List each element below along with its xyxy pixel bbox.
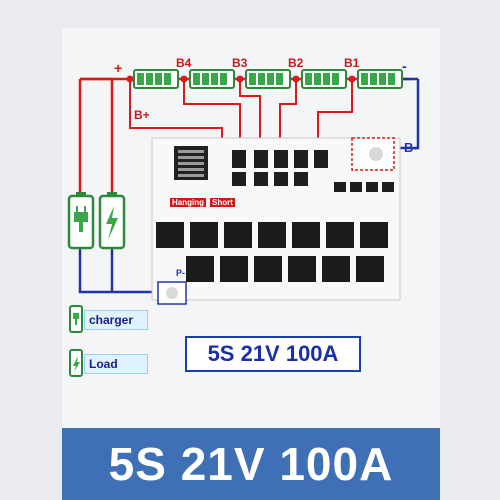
pcb-board — [151, 137, 401, 305]
tap-wires — [129, 79, 353, 140]
positive-label: + — [114, 60, 123, 76]
legend-load: Load — [84, 354, 148, 374]
negative-label: - — [402, 58, 407, 74]
b-minus-wire — [396, 79, 420, 150]
charger-legend-icon — [69, 305, 83, 333]
battery-cell-5 — [357, 69, 403, 89]
load-battery — [98, 192, 126, 250]
product-title: 5S 21V 100A — [185, 336, 361, 372]
charger-negative-wire — [78, 248, 160, 294]
charger-battery — [67, 192, 95, 250]
lightning-icon — [106, 206, 118, 240]
status-label-short: Short — [210, 198, 235, 207]
product-banner: 5S 21V 100A — [62, 428, 440, 500]
battery-cell-1 — [133, 69, 179, 89]
battery-cell-4 — [301, 69, 347, 89]
p-minus-label: P- — [176, 268, 185, 278]
battery-cells — [133, 69, 403, 89]
cell-label-b3: B3 — [232, 56, 248, 70]
cell-label-b4: B4 — [176, 56, 192, 70]
battery-cell-3 — [245, 69, 291, 89]
plug-icon — [74, 206, 88, 232]
cell-label-b2: B2 — [288, 56, 304, 70]
load-legend-icon — [69, 349, 83, 377]
load-positive-wire — [80, 77, 114, 196]
status-label-hanging: Hanging — [170, 198, 206, 207]
battery-cell-2 — [189, 69, 235, 89]
b-minus-label: B- — [404, 140, 418, 155]
b-plus-label: B+ — [134, 108, 150, 122]
cell-label-b1: B1 — [344, 56, 360, 70]
legend-charger: charger — [84, 310, 148, 330]
